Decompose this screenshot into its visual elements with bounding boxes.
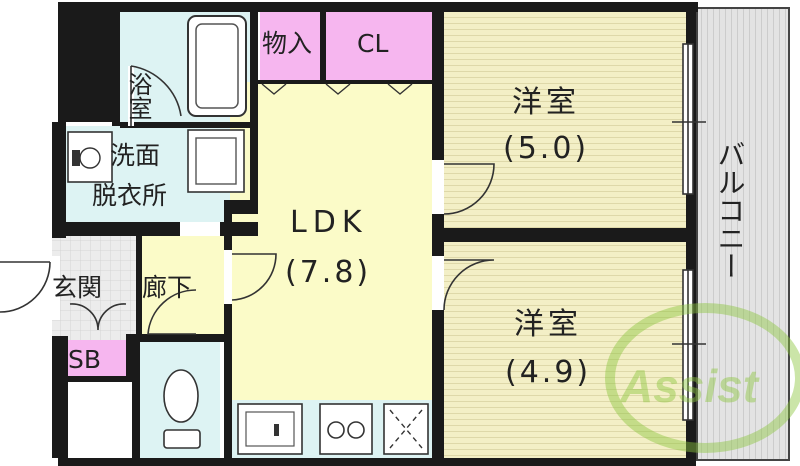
western2-size: (4.9): [505, 355, 591, 390]
storage-label: 物入: [262, 29, 312, 58]
watermark-logo: Assist: [605, 303, 800, 453]
windows: [672, 43, 706, 421]
ldk-size: (7.8): [285, 255, 371, 290]
western1-name: 洋室: [512, 85, 580, 120]
door-swings: [0, 65, 495, 335]
storage-room: [260, 12, 322, 82]
washing-machine-space: [187, 129, 245, 193]
washroom-label-1: 洗面: [110, 141, 160, 170]
toilet: [163, 369, 201, 449]
balcony-area: [696, 7, 790, 461]
balcony-label: バルコニー: [714, 140, 747, 280]
western1-size: (5.0): [503, 131, 589, 166]
shoebox: [66, 340, 126, 376]
watermark-text: Assist: [619, 360, 760, 412]
walls: [52, 2, 698, 466]
wash-basin: [67, 131, 113, 183]
hallway-label: 廊下: [142, 273, 192, 302]
closet-label: CL: [357, 29, 388, 58]
western-room-2: [444, 240, 686, 458]
entrance-label: 玄関: [52, 273, 102, 302]
closet-room: [326, 12, 432, 82]
ldk-upper: [230, 82, 435, 400]
entrance-room: [52, 236, 136, 340]
closet-doors: [261, 83, 413, 95]
hallway-room: [140, 236, 228, 334]
western2-name: 洋室: [514, 307, 582, 342]
shoebox-label: SB: [68, 345, 101, 374]
bath-label: 浴室: [124, 72, 152, 120]
ldk-name: LDK: [290, 205, 368, 240]
kitchen: [237, 403, 429, 455]
washroom-label-2: 脱衣所: [92, 181, 167, 210]
bathtub: [187, 15, 247, 117]
